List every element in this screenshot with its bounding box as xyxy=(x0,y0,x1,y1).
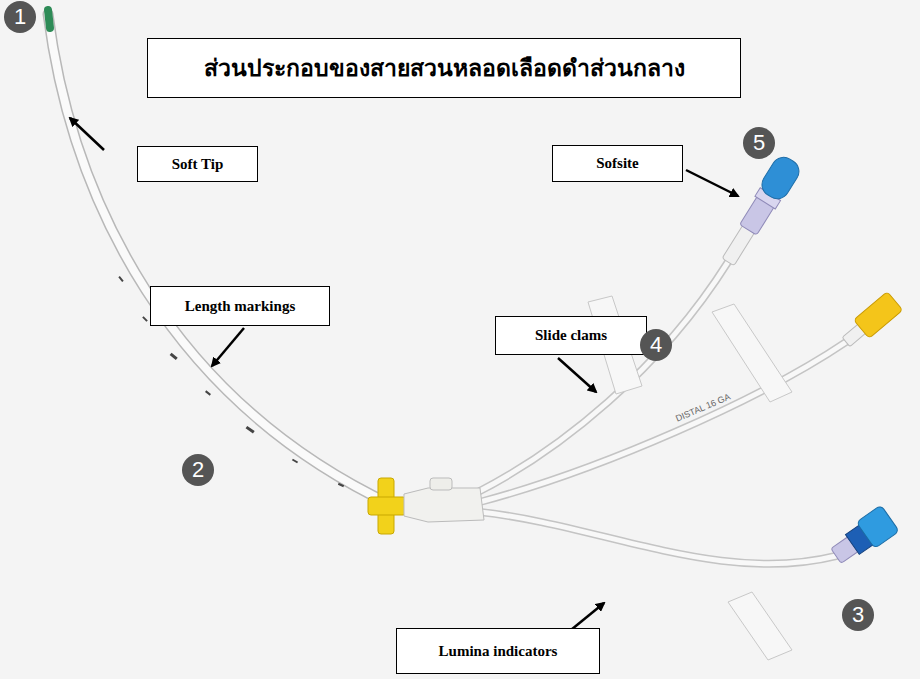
part-name: Slide clams xyxy=(535,327,607,344)
callout-number: 4 xyxy=(640,329,672,361)
part-label: Soft Tip xyxy=(137,146,258,182)
part-label: Slide clams xyxy=(495,316,647,355)
callout-number: 5 xyxy=(743,127,775,159)
part-label: Length markings xyxy=(150,286,330,326)
part-name: Length markings xyxy=(185,298,295,315)
diagram-title: ส่วนประกอบของสายสวนหลอดเลือดดำส่วนกลาง xyxy=(204,50,685,86)
part-name: Lumina indicators xyxy=(439,643,558,660)
part-name: Sofsite xyxy=(596,155,639,172)
part-name: Soft Tip xyxy=(172,156,224,173)
title-box: ส่วนประกอบของสายสวนหลอดเลือดดำส่วนกลาง xyxy=(147,38,741,98)
callout-number: 3 xyxy=(842,599,874,631)
callout-number: 2 xyxy=(182,454,214,486)
callout-number: 1 xyxy=(4,1,36,33)
part-label: Lumina indicators xyxy=(396,628,600,674)
part-label: Sofsite xyxy=(552,145,683,182)
